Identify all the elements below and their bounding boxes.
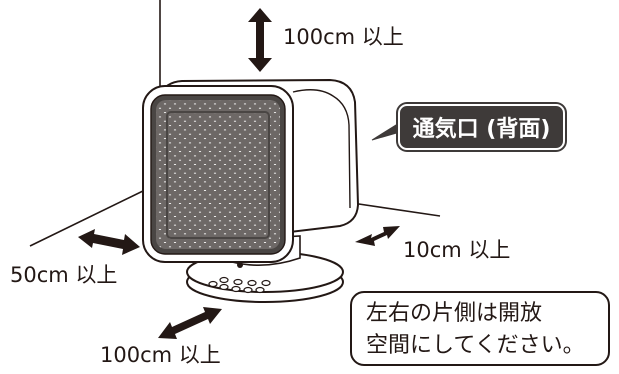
top-clearance-label: 100cm 以上: [283, 25, 404, 49]
arrow-left: [78, 229, 140, 255]
left-clearance-label: 50cm 以上: [10, 263, 118, 287]
note-line-2: 空間にしてください。: [366, 333, 585, 358]
note-box: 左右の片側は開放 空間にしてください。: [350, 291, 610, 366]
arrow-front: [158, 307, 222, 339]
vent-callout: 通気口 (背面): [398, 104, 565, 150]
arrow-top: [248, 8, 272, 72]
front-clearance-label: 100cm 以上: [100, 343, 221, 367]
room-corner-lines: [29, 0, 441, 247]
heater-front: [142, 85, 294, 263]
right-clearance-label: 10cm 以上: [403, 238, 511, 262]
note-line-1: 左右の片側は開放: [366, 301, 543, 326]
control-buttons: [208, 276, 271, 294]
arrow-right: [355, 226, 400, 246]
